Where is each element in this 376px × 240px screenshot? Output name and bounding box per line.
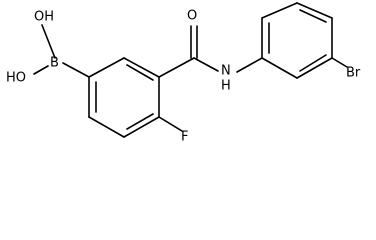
bond-b-oh-top — [41, 24, 56, 59]
ring1-double-2 — [126, 113, 154, 130]
atom-label-ho-bottom: HO — [6, 71, 26, 86]
atom-label-carbonyl-oxygen: O — [187, 9, 197, 24]
structure-diagram: OH HO B O N H F Br — [6, 2, 361, 145]
bond-ring-carbonyl — [158, 57, 195, 78]
bond-c-f — [158, 116, 183, 132]
ring1-bond-1 — [88, 57, 125, 78]
ring2-double-2 — [299, 9, 327, 23]
atom-label-amide-hydrogen: H — [221, 79, 231, 94]
atom-label-fluorine: F — [181, 130, 188, 145]
ring2-bond-6 — [261, 57, 298, 79]
ring2-bond-3 — [296, 2, 333, 19]
ring1-bond-5 — [88, 116, 125, 138]
ring1-bond-2 — [123, 57, 160, 78]
atom-label-oh-top: OH — [34, 10, 54, 25]
bond-b-oh-bottom — [33, 65, 49, 75]
atom-label-boron: B — [50, 56, 59, 71]
ring2-bond-5 — [296, 57, 333, 79]
ring2-double-3 — [299, 54, 327, 72]
ring2-bond-2 — [261, 2, 298, 19]
atom-label-amide-nitrogen: N — [221, 64, 231, 79]
bond-b-ring — [62, 62, 90, 78]
atom-label-bromine: Br — [346, 66, 361, 81]
bond-c-n — [193, 57, 219, 72]
molecule-svg: OH HO B O N H F Br — [6, 2, 361, 145]
bond-c-br — [331, 57, 348, 68]
bond-n-ring — [236, 57, 263, 73]
ring1-double-1 — [126, 64, 154, 81]
ring1-bond-4 — [123, 116, 160, 138]
